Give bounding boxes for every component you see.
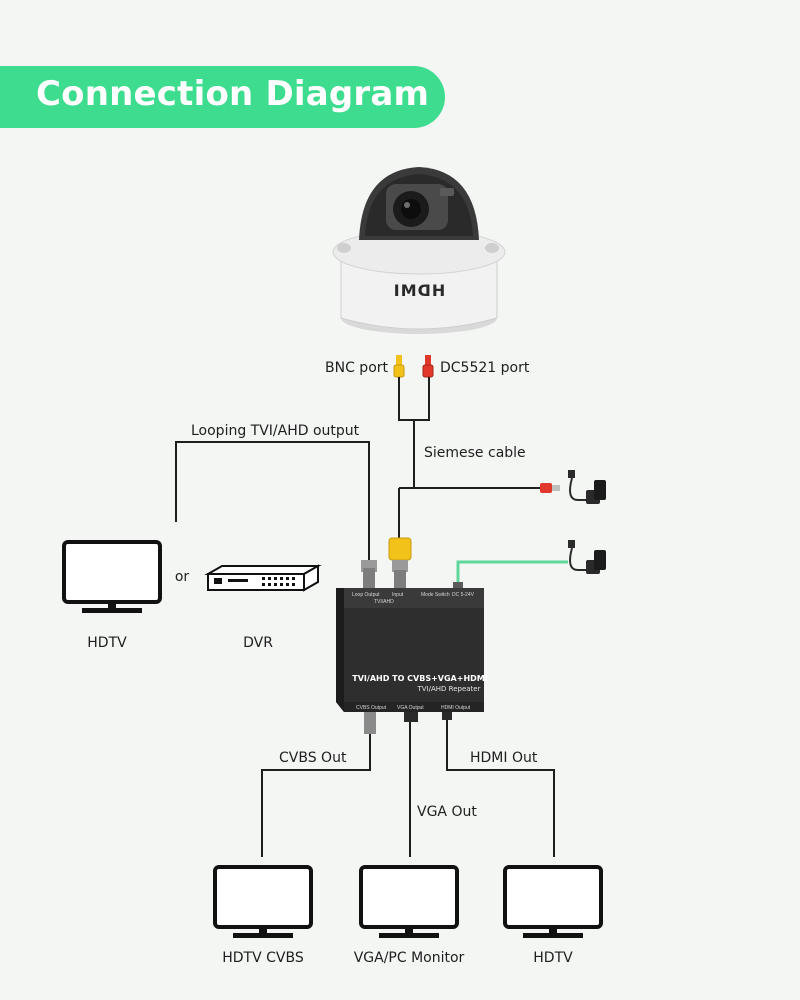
dc-power-cable	[456, 560, 568, 585]
dc-plug-right	[540, 483, 560, 493]
output-device-hdmi: HDTV	[533, 950, 573, 966]
port-loop-output: Loop Output	[352, 592, 380, 598]
input-hdtv-label: HDTV	[87, 635, 127, 651]
hdmi-out-label: HDMI Out	[470, 750, 538, 766]
output-device-cvbs: HDTV CVBS	[222, 950, 304, 966]
looping-output-label: Looping TVI/AHD output	[191, 423, 360, 439]
bnc-plug	[393, 355, 405, 378]
port-dc: DC 5-24V	[452, 592, 475, 598]
dc-plug	[422, 355, 434, 378]
siamese-cable	[398, 377, 540, 540]
port-cvbs-output: CVBS Output	[356, 705, 387, 711]
port-hdmi-output: HDMI Output	[441, 705, 471, 711]
output-cables	[261, 720, 555, 857]
dvr-icon	[204, 564, 322, 592]
port-input: Input	[392, 592, 404, 598]
looping-output-cable	[175, 441, 370, 560]
siamese-cable-label: Siemese cable	[424, 445, 526, 461]
dc-port-label: DC5521 port	[440, 360, 530, 376]
port-tvi-ahd: TVI/AHD	[374, 599, 394, 605]
page-title: Connection Diagram	[36, 74, 430, 114]
repeater-title: TVI/AHD TO CVBS+VGA+HDMI	[352, 674, 487, 683]
cvbs-out-label: CVBS Out	[279, 750, 347, 766]
repeater-device: Loop Output Input TVI/AHD Mode Switch DC…	[336, 537, 488, 734]
or-label: or	[175, 569, 190, 585]
monitor-icon	[62, 540, 162, 613]
power-adapter-icon	[568, 540, 606, 574]
header-banner: Connection Diagram	[0, 66, 445, 128]
monitor-icon	[359, 865, 459, 938]
camera-brand-label: HDMI	[393, 281, 446, 300]
vga-out-label: VGA Out	[417, 804, 477, 820]
repeater-subtitle: TVI/AHD Repeater	[417, 685, 481, 693]
monitor-icon	[503, 865, 603, 938]
dome-camera-icon: HDMI	[332, 167, 506, 334]
power-adapter-icon	[568, 470, 606, 504]
monitor-icon	[213, 865, 313, 938]
port-vga-output: VGA Output	[397, 705, 424, 711]
port-mode-switch: Mode Switch	[421, 592, 450, 598]
dvr-label: DVR	[243, 635, 273, 651]
svg-text:HDMI: HDMI	[393, 281, 446, 300]
bnc-port-label: BNC port	[325, 360, 389, 376]
output-device-vga: VGA/PC Monitor	[354, 950, 465, 966]
